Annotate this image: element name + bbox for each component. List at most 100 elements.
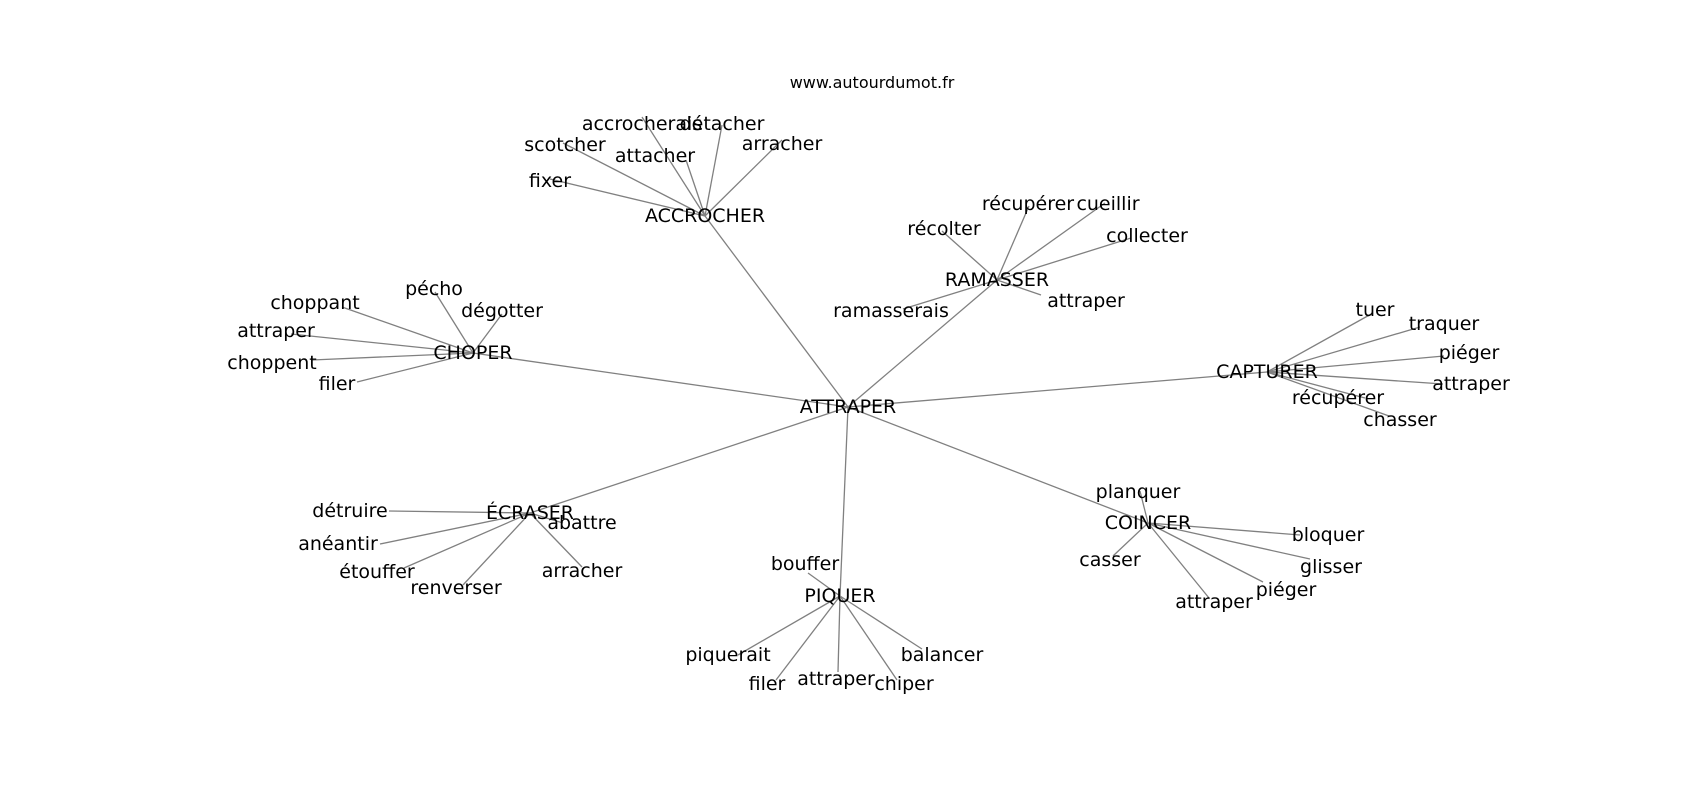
leaf-node-label: arracher <box>742 133 823 155</box>
leaf-node-label: piéger <box>1256 579 1317 601</box>
hub-leaf-edge <box>1147 522 1301 536</box>
hub-leaf-edge <box>341 306 474 354</box>
hub-leaf-edge <box>737 595 841 656</box>
leaf-node-label: abattre <box>547 512 616 534</box>
root-node-label: ATTRAPER <box>800 396 897 418</box>
hub-node-label: ACCROCHER <box>645 205 765 227</box>
leaf-node-label: scotcher <box>524 134 606 156</box>
hub-node-label: ÉCRASER <box>486 501 574 524</box>
hub-leaf-edge <box>472 313 503 354</box>
hub-leaf-edge <box>1112 522 1149 557</box>
hub-leaf-edge <box>1266 355 1445 373</box>
edges-layer <box>290 116 1445 681</box>
leaf-node-label: chasser <box>1363 409 1437 431</box>
hub-leaf-edge <box>379 512 531 545</box>
hub-leaf-edge <box>1147 522 1264 583</box>
leaf-node-label: accrocherais <box>582 113 702 135</box>
leaf-node-label: choppant <box>270 292 359 314</box>
hub-leaf-edge <box>996 202 1106 281</box>
hub-leaf-edge <box>704 139 783 217</box>
root-hub-edge <box>472 352 849 408</box>
root-hub-edge <box>529 406 849 514</box>
leaf-node-label: attraper <box>237 320 315 342</box>
hub-leaf-edge <box>996 237 1132 281</box>
hub-node-label: RAMASSER <box>945 269 1049 291</box>
leaf-node-label: arracher <box>542 560 623 582</box>
hub-leaf-edge <box>549 178 706 217</box>
leaf-node-label: choppent <box>227 352 316 374</box>
hub-leaf-edge <box>1266 371 1390 417</box>
leaf-node-label: ramasserais <box>833 300 949 322</box>
leaf-node-label: chiper <box>874 673 934 695</box>
hub-leaf-edge <box>388 510 531 514</box>
hub-leaf-edge <box>685 159 706 217</box>
leaf-node-label: tuer <box>1356 299 1395 321</box>
hub-leaf-edge <box>996 205 1030 281</box>
leaf-node-label: anéantir <box>298 533 378 555</box>
hub-leaf-edge <box>1266 371 1366 399</box>
root-hub-edge <box>847 406 1149 524</box>
hub-leaf-edge <box>356 352 474 383</box>
hub-leaf-edge <box>1266 371 1444 385</box>
hub-node-label: PIQUER <box>804 585 875 607</box>
leaf-node-label: fixer <box>529 170 571 192</box>
hub-leaf-edge <box>403 512 531 569</box>
hub-leaf-edge <box>290 333 474 354</box>
leaf-node-label: planquer <box>1096 481 1181 503</box>
hub-leaf-edge <box>839 595 923 650</box>
leaf-node-label: collecter <box>1106 225 1188 247</box>
leaf-node-label: attraper <box>1175 591 1253 613</box>
leaf-node-label: renverser <box>410 577 501 599</box>
leaf-node-label: filer <box>319 373 356 395</box>
hub-leaf-edge <box>941 230 998 281</box>
hub-leaf-edge <box>807 572 841 597</box>
hub-leaf-edge <box>529 512 583 568</box>
hub-leaf-edge <box>641 116 706 217</box>
hub-leaf-edge <box>311 352 474 361</box>
hub-leaf-edge <box>1147 522 1311 560</box>
hub-leaf-edge <box>839 595 898 681</box>
leaf-node-label: pécho <box>405 278 463 300</box>
hub-leaf-edge <box>837 595 841 673</box>
leaf-node-label: détacher <box>680 113 765 135</box>
hub-leaf-edge <box>704 124 723 217</box>
root-hub-edge <box>704 215 849 408</box>
leaf-node-label: attacher <box>615 145 695 167</box>
root-hub-edge <box>847 279 998 408</box>
hub-node-label: COINCER <box>1105 512 1192 534</box>
leaf-node-label: récupérer <box>1292 387 1384 409</box>
leaf-node-label: balancer <box>901 644 984 666</box>
labels-layer: www.autourdumot.fr ATTRAPER ACCROCHER accr… <box>227 73 1510 695</box>
hub-leaf-edge <box>1266 312 1374 373</box>
leaf-node-label: attraper <box>1432 373 1510 395</box>
leaf-node-label: récupérer <box>982 193 1074 215</box>
leaf-node-label: attraper <box>797 668 875 690</box>
leaf-node-label: traquer <box>1409 313 1480 335</box>
leaf-node-label: bouffer <box>771 553 840 575</box>
leaf-node-label: piquerait <box>685 644 770 666</box>
hub-leaf-edge <box>1147 522 1210 599</box>
leaf-node-label: attraper <box>1047 290 1125 312</box>
hub-leaf-edge <box>562 142 706 217</box>
leaf-node-label: piéger <box>1439 342 1500 364</box>
leaf-node-label: détruire <box>312 500 387 522</box>
hub-leaf-edge <box>775 595 841 681</box>
leaf-node-label: filer <box>749 673 786 695</box>
hub-leaf-edge <box>1266 326 1421 373</box>
source-label: www.autourdumot.fr <box>790 73 955 92</box>
hub-leaf-edge <box>996 279 1042 296</box>
hub-node-label: CAPTURER <box>1216 361 1318 383</box>
hub-leaf-edge <box>462 512 531 586</box>
leaf-node-label: bloquer <box>1292 524 1365 546</box>
hub-node-label: CHOPER <box>433 342 512 364</box>
hub-leaf-edge <box>902 279 998 310</box>
leaf-node-label: casser <box>1079 549 1141 571</box>
leaf-node-label: étouffer <box>339 561 415 583</box>
leaf-node-label: récolter <box>907 218 981 240</box>
root-hub-edge <box>839 406 849 597</box>
hub-leaf-edge <box>529 512 564 524</box>
leaf-node-label: cueillir <box>1076 193 1139 215</box>
hub-leaf-edge <box>434 291 474 354</box>
leaf-node-label: dégotter <box>461 300 543 322</box>
